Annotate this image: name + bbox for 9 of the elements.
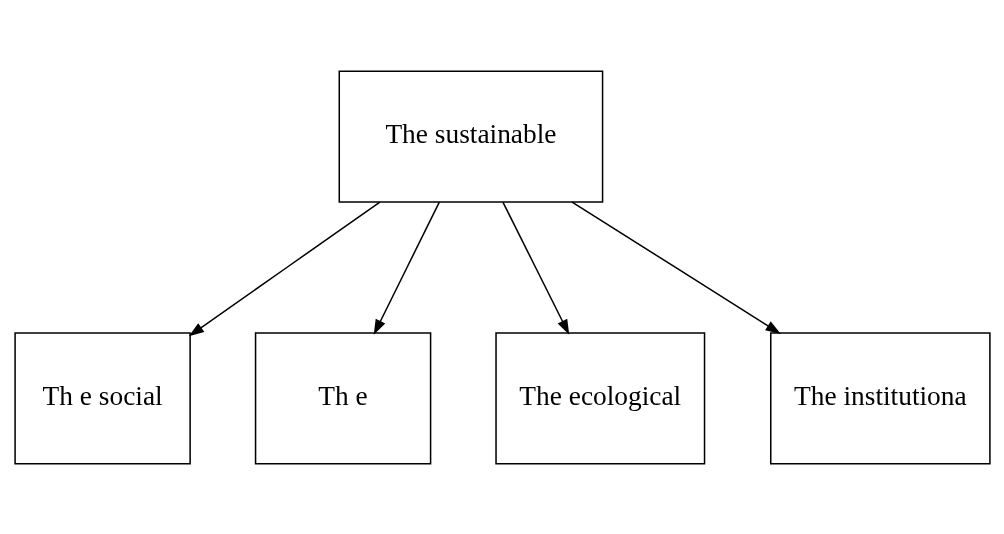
arrow: [188, 200, 381, 336]
arrow: [373, 200, 440, 335]
node-box: The ecological: [494, 331, 705, 465]
node-box: The institutiona: [769, 331, 991, 465]
node-box: Th e: [254, 331, 431, 465]
arrow: [570, 200, 781, 334]
arrow: [501, 200, 569, 335]
node-box: Th e social: [13, 331, 191, 465]
node-box: The sustainable: [338, 69, 603, 203]
